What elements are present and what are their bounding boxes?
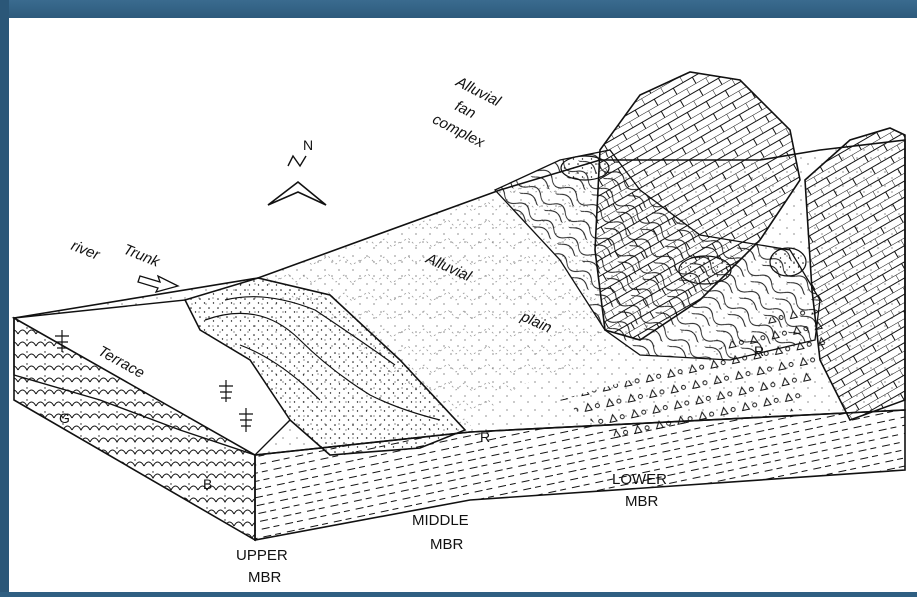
svg-text:LOWER: LOWER (612, 471, 667, 488)
svg-text:MBR: MBR (248, 569, 282, 586)
svg-text:UPPER: UPPER (236, 547, 288, 564)
label-north: N (303, 137, 313, 153)
svg-text:MBR: MBR (625, 493, 659, 510)
window-frame-left (0, 0, 9, 592)
fan-lobe-3 (770, 248, 806, 276)
label-trunk-river: Trunk river (69, 222, 164, 286)
svg-text:complex: complex (430, 111, 488, 152)
label-unit-r-right: R (754, 343, 764, 359)
fan-lobe-2 (679, 256, 731, 284)
label-lower-mbr: LOWER MBR (612, 471, 667, 510)
svg-text:fan: fan (452, 98, 478, 123)
svg-text:Trunk: Trunk (121, 241, 163, 271)
svg-text:river: river (69, 237, 103, 264)
label-unit-b: B (203, 476, 212, 492)
label-unit-r-left: R (480, 429, 490, 445)
svg-text:MBR: MBR (430, 536, 464, 553)
north-arrow (268, 156, 326, 205)
svg-text:MIDDLE: MIDDLE (412, 512, 469, 529)
label-upper-mbr: UPPER MBR (236, 547, 288, 586)
block-diagram: Alluvial fan complex Trunk river Alluvia… (9, 18, 917, 592)
label-alluvial-fan: Alluvial fan complex (430, 72, 508, 152)
label-middle-mbr: MIDDLE MBR (412, 512, 469, 553)
fan-lobe-1 (561, 156, 609, 180)
label-unit-g: G (59, 410, 70, 426)
block-diagram-canvas: Alluvial fan complex Trunk river Alluvia… (9, 18, 917, 592)
trunk-river-arrow (138, 276, 178, 292)
